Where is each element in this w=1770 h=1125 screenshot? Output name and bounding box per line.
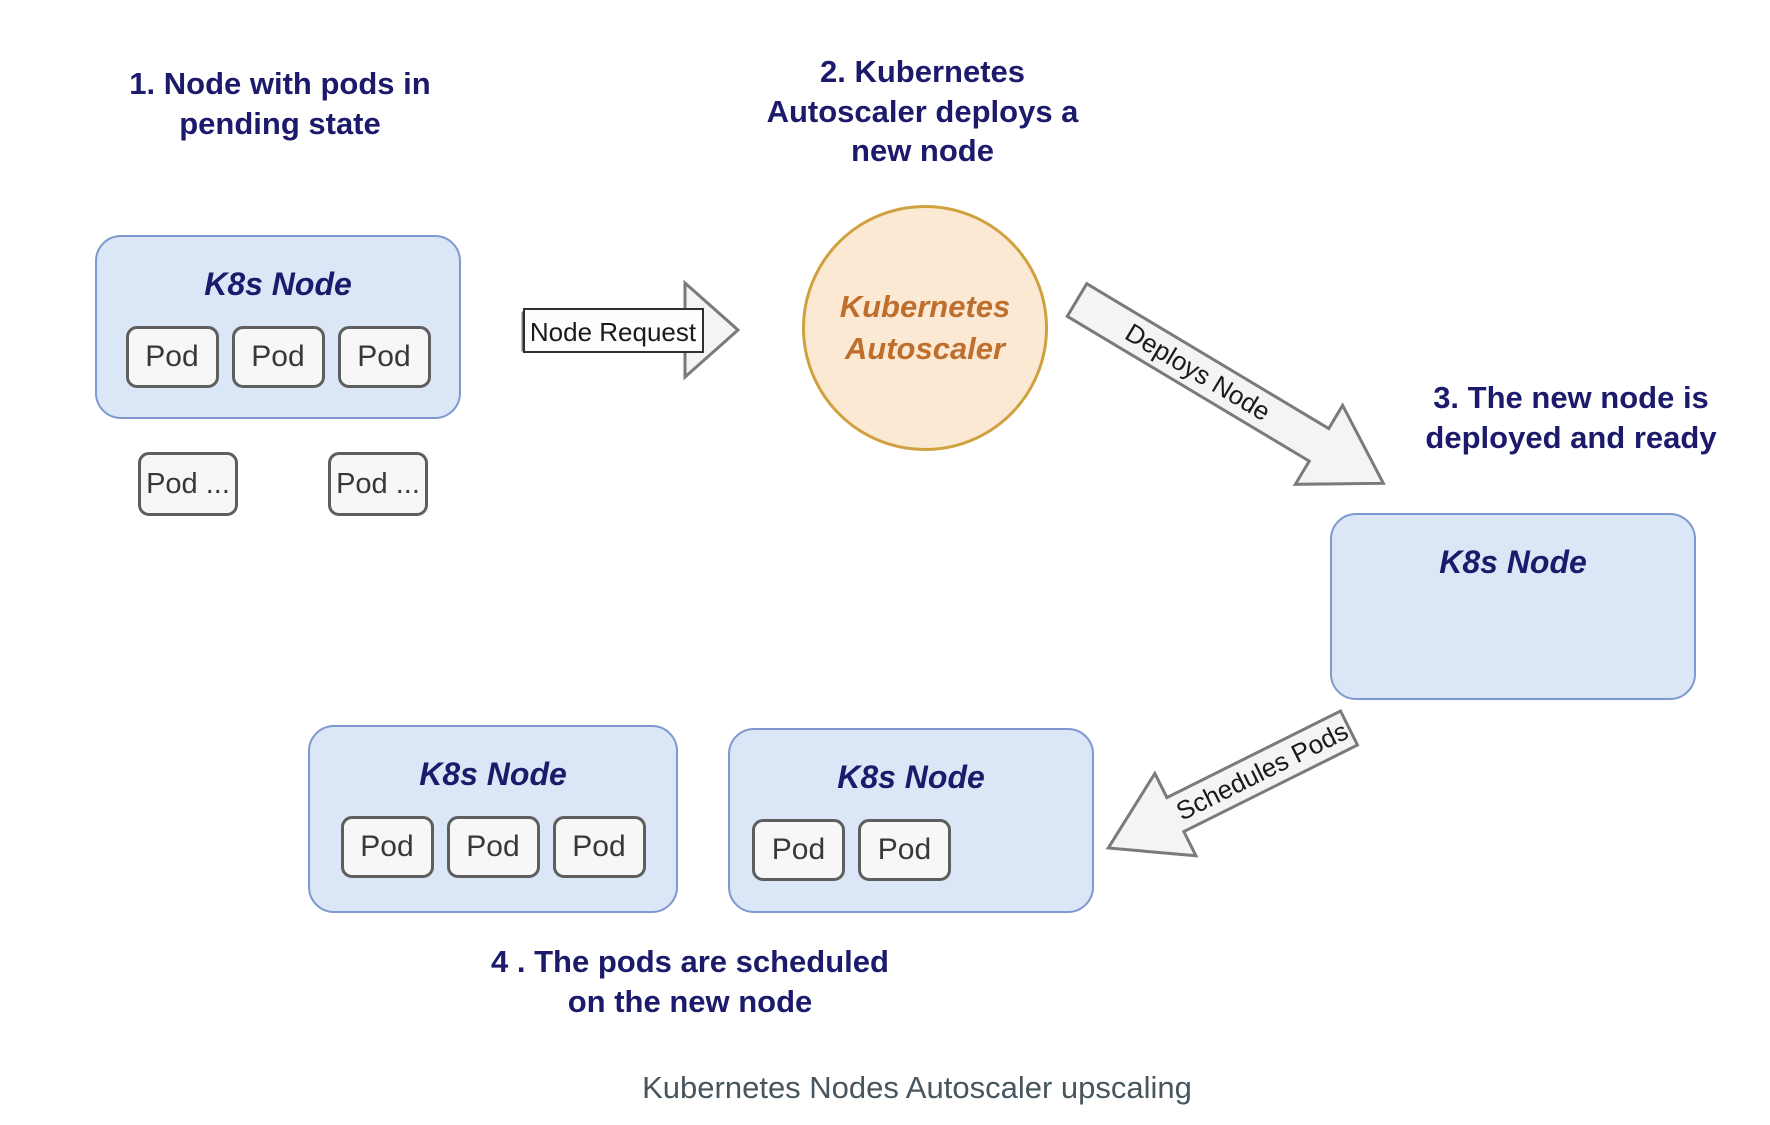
step1-line2: pending state: [179, 105, 381, 141]
pod: Pod: [858, 819, 951, 881]
step4-line2: on the new node: [567, 983, 813, 1019]
deploys-node-label: Deploys Node: [1120, 317, 1276, 427]
node-request-label: Node Request: [530, 317, 697, 347]
pending-overflow-pod: Pod ...: [138, 452, 238, 516]
scheduled-node-b-pod-row: Pod Pod: [730, 819, 1092, 881]
pending-k8s-node-title: K8s Node: [204, 266, 352, 302]
step3-line2: deployed and ready: [1425, 419, 1717, 455]
pod: Pod: [552, 816, 646, 878]
step2-label: 2. Kubernetes Autoscaler deploys a new n…: [700, 52, 1145, 171]
diagram-caption: Kubernetes Nodes Autoscaler upscaling: [642, 1070, 1192, 1105]
pod: Pod: [125, 326, 219, 388]
kubernetes-autoscaler-circle: Kubernetes Autoscaler: [802, 205, 1048, 451]
autoscaler-line1: Kubernetes: [839, 289, 1011, 325]
step2-line2: Autoscaler deploys a: [766, 93, 1079, 129]
step3-line1: 3. The new node is: [1433, 380, 1709, 415]
pod: Pod: [340, 816, 434, 878]
scheduled-k8s-node-b: K8s Node Pod Pod: [728, 728, 1094, 913]
step3-label: 3. The new node is deployed and ready: [1385, 378, 1757, 457]
step2-line3: new node: [851, 133, 994, 169]
step1-line1: 1. Node with pods in: [129, 66, 431, 101]
pending-k8s-node: K8s Node Pod Pod Pod: [95, 235, 461, 419]
pod: Pod: [446, 816, 540, 878]
step4-label: 4 . The pods are scheduled on the new no…: [450, 942, 930, 1021]
scheduled-k8s-node-a: K8s Node Pod Pod Pod: [308, 725, 678, 913]
schedules-pods-label: Schedules Pods: [1171, 716, 1353, 827]
pod: Pod: [231, 326, 325, 388]
node-request-label-box: [523, 308, 704, 353]
step4-line1: 4 . The pods are scheduled: [491, 944, 889, 979]
pod: Pod: [337, 326, 431, 388]
new-k8s-node: K8s Node: [1330, 513, 1696, 700]
deploys-node-arrow: [1065, 281, 1386, 486]
scheduled-k8s-node-b-title: K8s Node: [837, 759, 985, 795]
step1-label: 1. Node with pods in pending state: [80, 64, 480, 143]
pending-node-pod-row: Pod Pod Pod: [97, 326, 459, 388]
scheduled-k8s-node-a-title: K8s Node: [419, 756, 567, 792]
pod: Pod: [752, 819, 845, 881]
new-k8s-node-title: K8s Node: [1439, 544, 1587, 580]
step2-line1: 2. Kubernetes: [819, 54, 1025, 89]
schedules-pods-arrow: [1105, 708, 1360, 858]
autoscaler-line2: Autoscaler: [844, 331, 1006, 366]
pending-overflow-pod: Pod ...: [328, 452, 428, 516]
scheduled-node-a-pod-row: Pod Pod Pod: [310, 816, 676, 878]
